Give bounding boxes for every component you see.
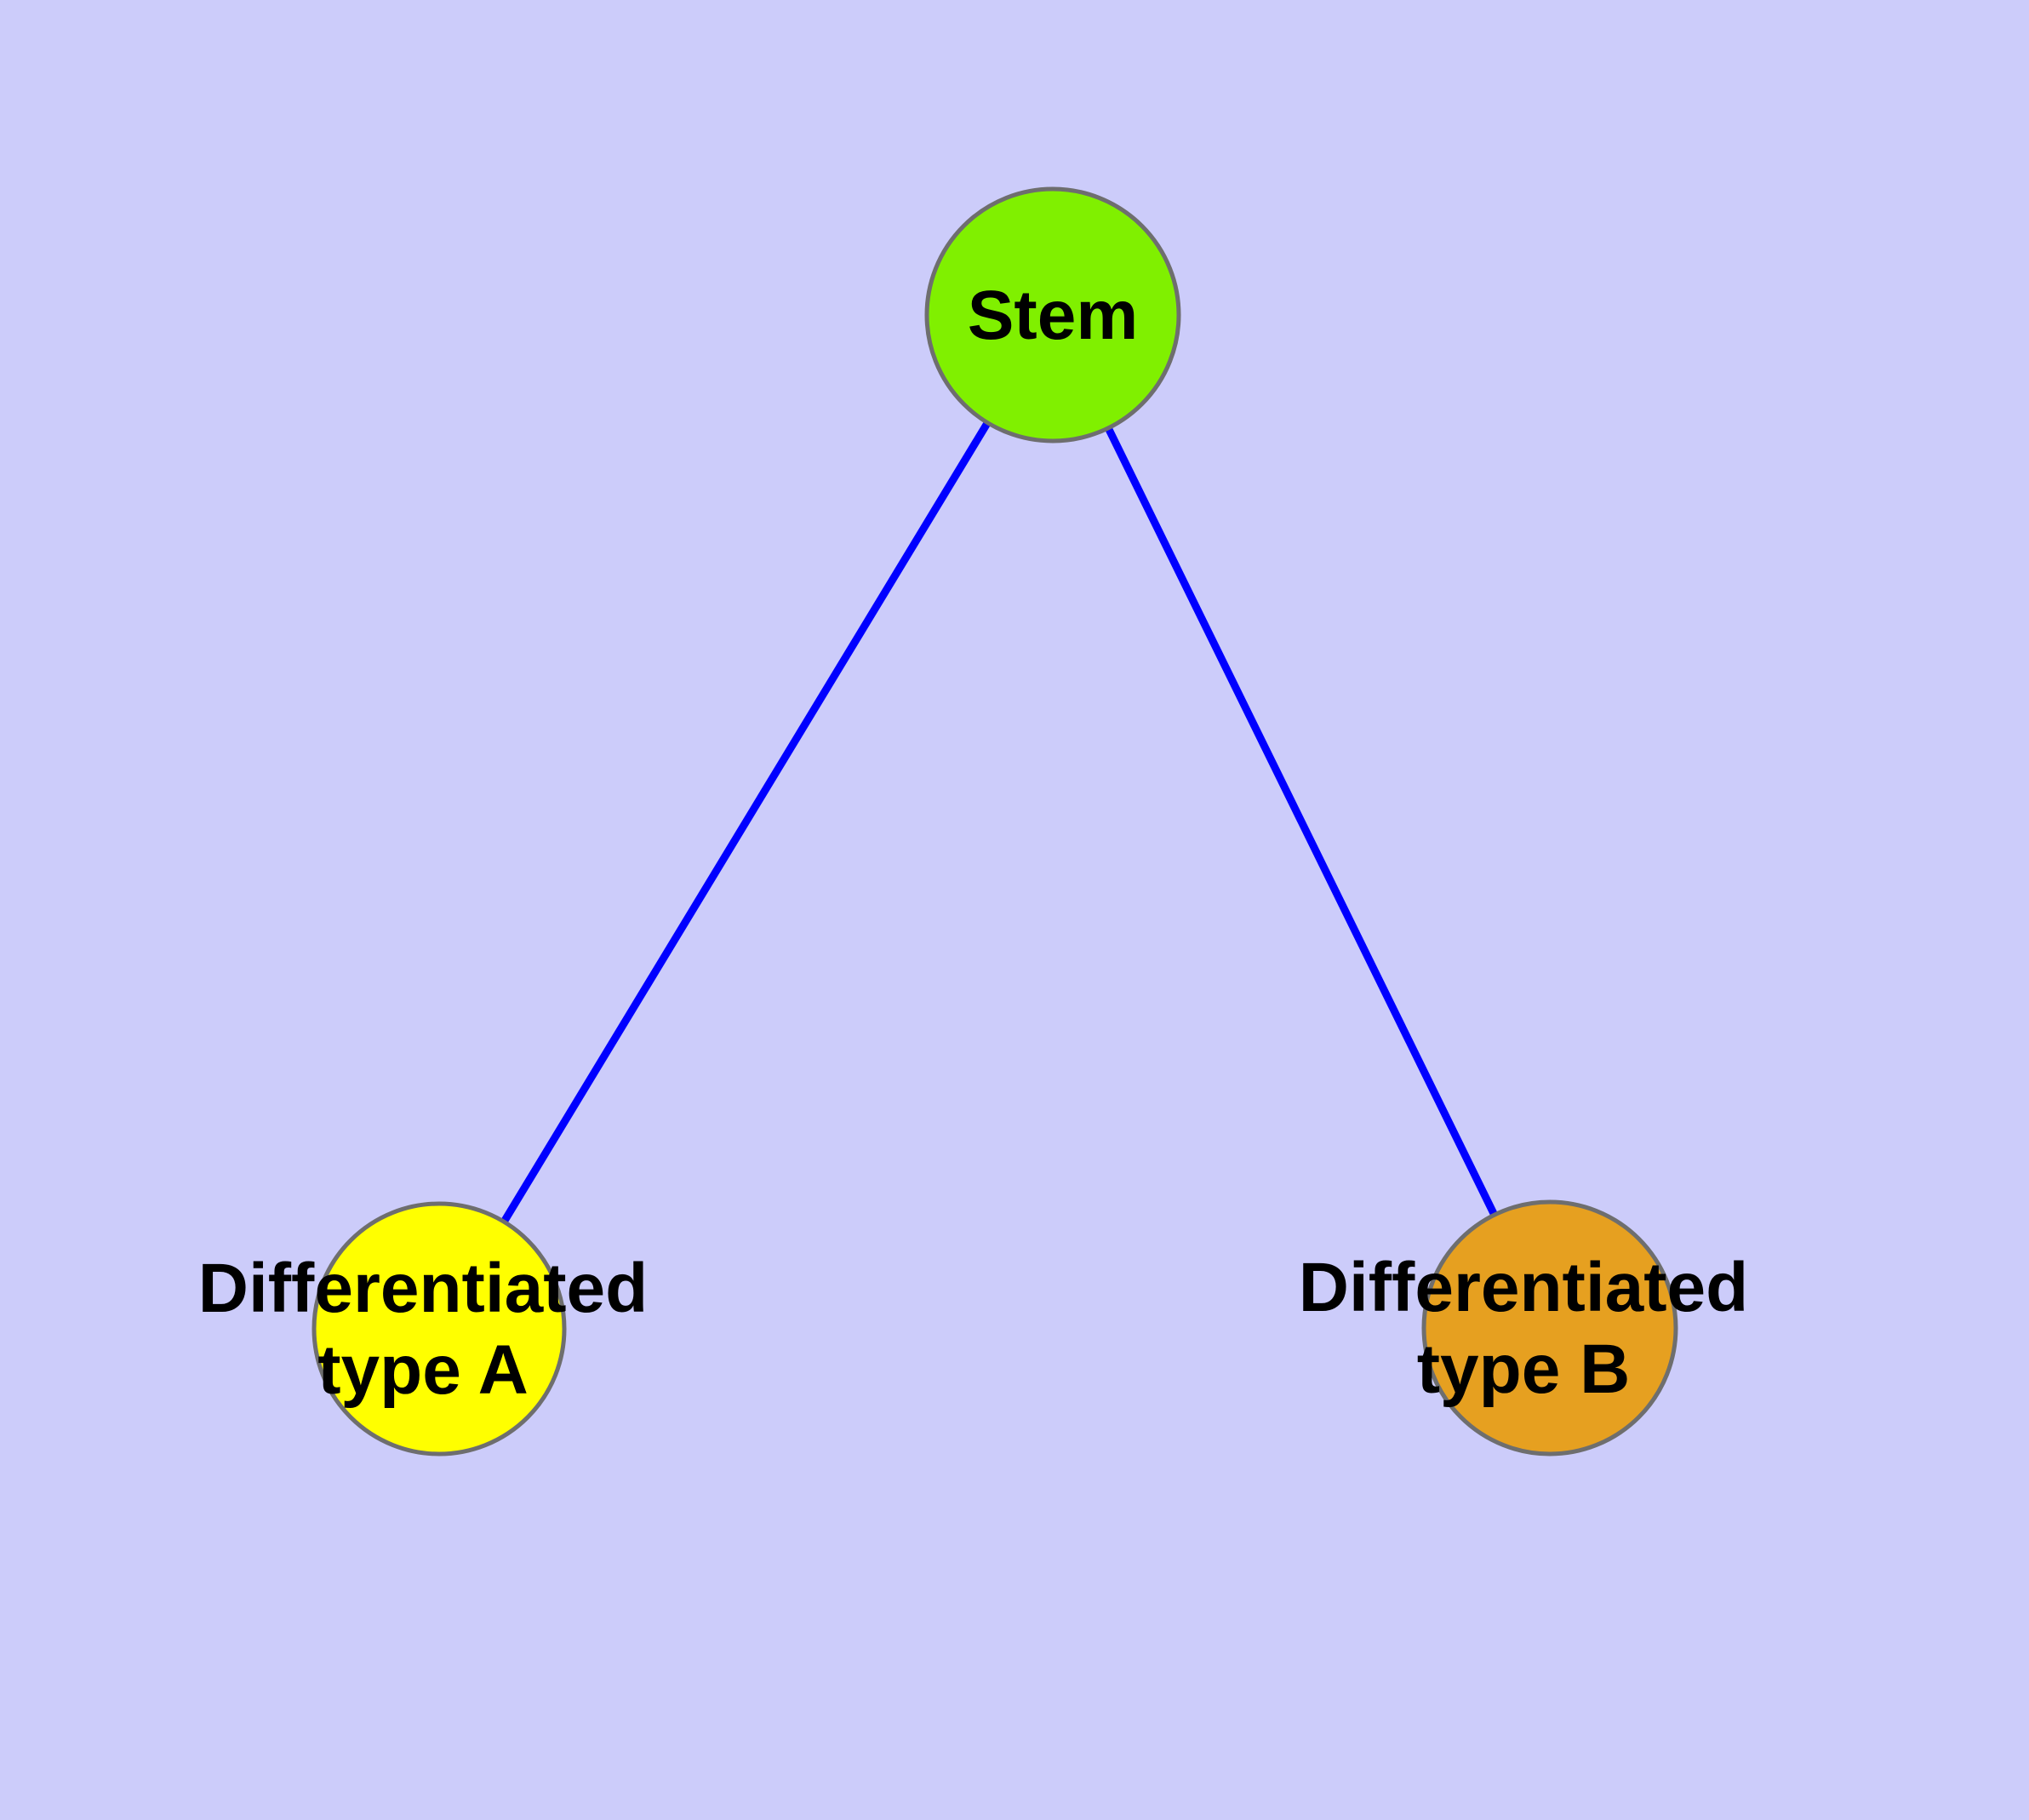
node-label-line: Differentiated: [1299, 1249, 1749, 1326]
edge-stem-to-a[interactable]: [501, 421, 991, 1222]
node-label-stem: Stem: [968, 277, 1139, 354]
edges-layer: [501, 421, 1497, 1222]
node-stem[interactable]: [924, 186, 1181, 444]
node-diff-a[interactable]: [311, 1201, 567, 1457]
node-label-line: type B: [1417, 1331, 1631, 1408]
nodes-layer: [311, 186, 1678, 1457]
node-label-line: type A: [317, 1331, 529, 1409]
node-diff-b[interactable]: [1421, 1199, 1678, 1457]
node-label-line: Differentiated: [198, 1250, 649, 1327]
node-label-line: Stem: [968, 277, 1139, 354]
edge-stem-to-b[interactable]: [1106, 427, 1497, 1216]
